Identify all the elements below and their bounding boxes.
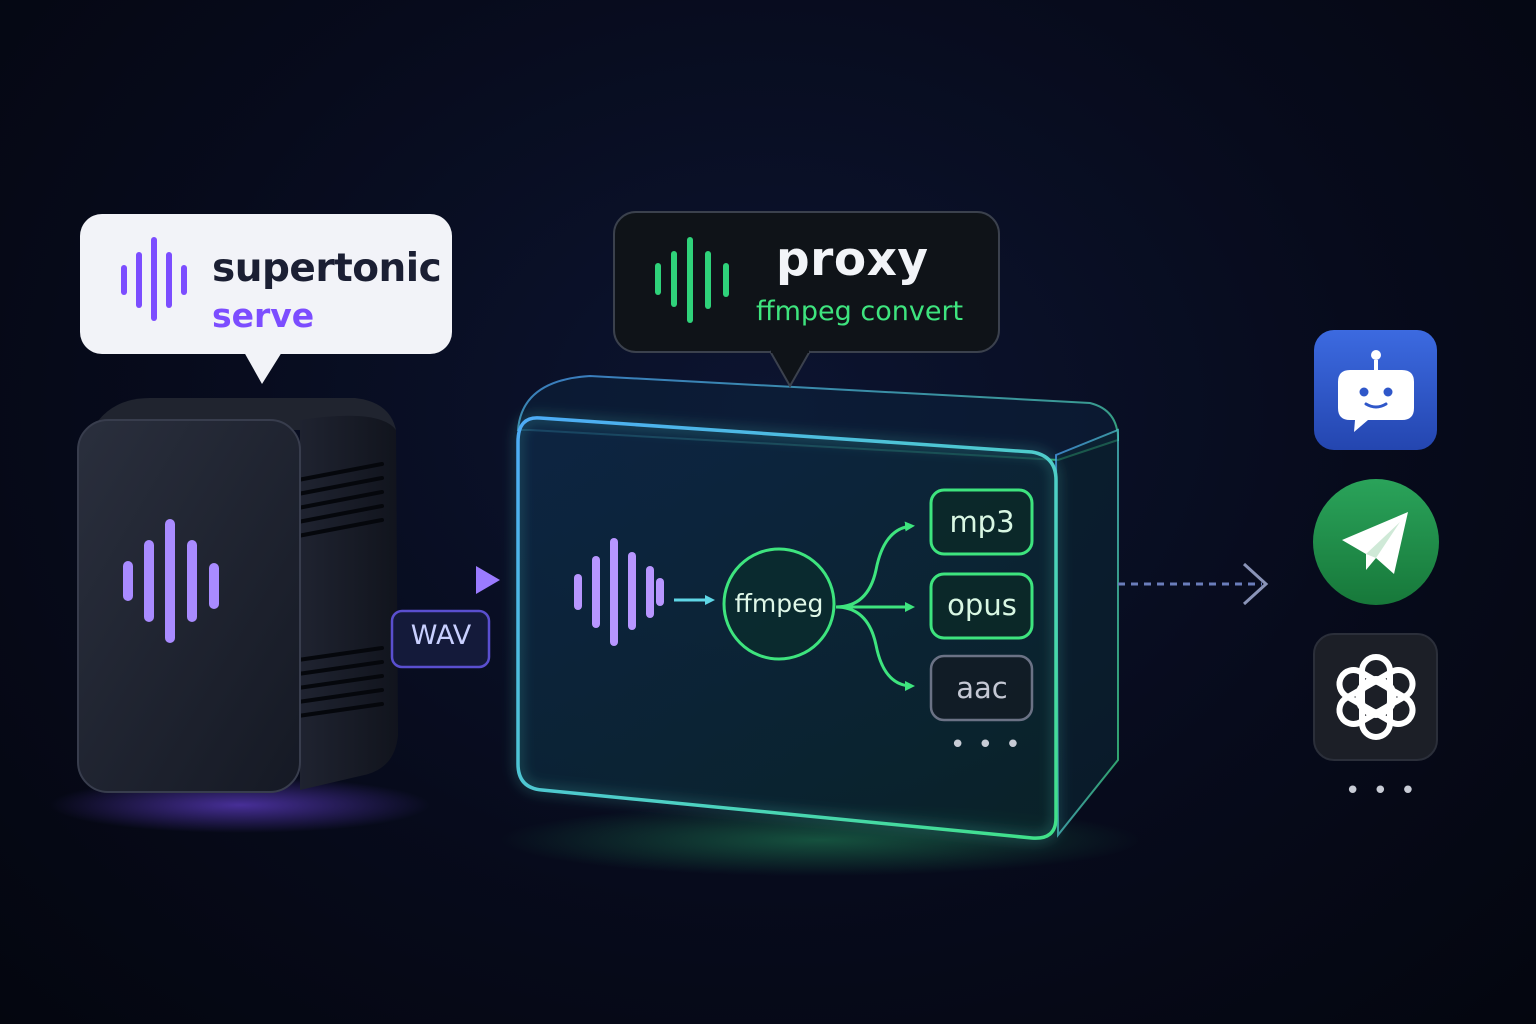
proxy-node (500, 374, 1140, 876)
proxy-waveform-icon (655, 237, 729, 323)
wav-label: WAV (410, 620, 472, 651)
wav-edge (346, 566, 500, 669)
tts-server-subtitle: serve (212, 296, 315, 335)
format-opus-label: opus (947, 588, 1017, 622)
server-waveform-icon (123, 519, 219, 643)
proxy-input-waveform-icon (574, 538, 664, 646)
client-openai (1313, 633, 1438, 761)
more-clients-ellipsis: • • • (1345, 776, 1418, 806)
ffmpeg-node-label: ffmpeg (734, 589, 824, 618)
format-aac-label: aac (956, 671, 1008, 705)
supertonic-waveform-icon (121, 237, 187, 321)
server-vents (296, 462, 384, 718)
proxy-subtitle: ffmpeg convert (756, 296, 964, 327)
telegram-paper-plane-icon (1342, 512, 1408, 574)
wav-badge (390, 609, 491, 669)
format-box-opus (929, 572, 1034, 640)
client-telegram (1313, 479, 1439, 605)
more-formats-ellipsis: • • • (950, 730, 1023, 760)
format-box-aac (929, 654, 1034, 722)
proxy-callout (613, 211, 1000, 389)
tts-server-node (50, 398, 430, 833)
tts-server-title: supertonic (212, 246, 442, 291)
tts-server-callout (80, 214, 452, 384)
format-box-mp3 (929, 488, 1034, 556)
format-mp3-label: mp3 (949, 505, 1015, 539)
openai-knot-icon (1336, 654, 1416, 740)
ffmpeg-node (722, 547, 836, 661)
chatbot-robot-icon (1338, 350, 1414, 432)
client-chatbot (1314, 330, 1437, 450)
proxy-to-clients-edge (1118, 562, 1269, 606)
proxy-title: proxy (776, 232, 929, 287)
branch-arrows (835, 521, 915, 691)
